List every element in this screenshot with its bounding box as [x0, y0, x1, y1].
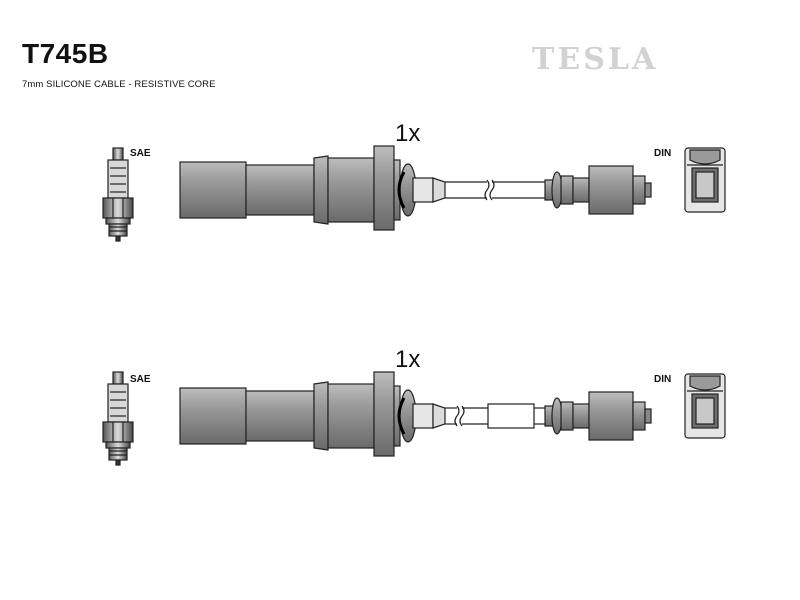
plug-boot [179, 371, 401, 457]
lead-1-plug-label: SAE [130, 148, 151, 159]
cable-spec: 7mm SILICONE CABLE - RESISTIVE CORE [22, 79, 216, 90]
part-number: T745B [22, 38, 109, 69]
brand-logo: TESLA [532, 42, 659, 77]
distributor-boot [544, 391, 652, 441]
din-socket-icon [684, 373, 726, 439]
spark-plug-icon [102, 147, 134, 242]
cable [445, 403, 545, 429]
lead-1 [102, 145, 726, 242]
spark-plug-icon [102, 371, 134, 466]
lead-1-quantity: 1x [395, 120, 421, 147]
lead-2-quantity: 1x [395, 346, 421, 373]
lead-2-plug-label: SAE [130, 374, 151, 385]
distributor-boot [544, 165, 652, 215]
lead-2-distributor-label: DIN [654, 374, 672, 385]
din-socket-icon [684, 147, 726, 213]
cable [445, 179, 545, 201]
lead-2 [102, 371, 726, 466]
plug-boot [179, 145, 401, 231]
lead-1-distributor-label: DIN [654, 148, 672, 159]
